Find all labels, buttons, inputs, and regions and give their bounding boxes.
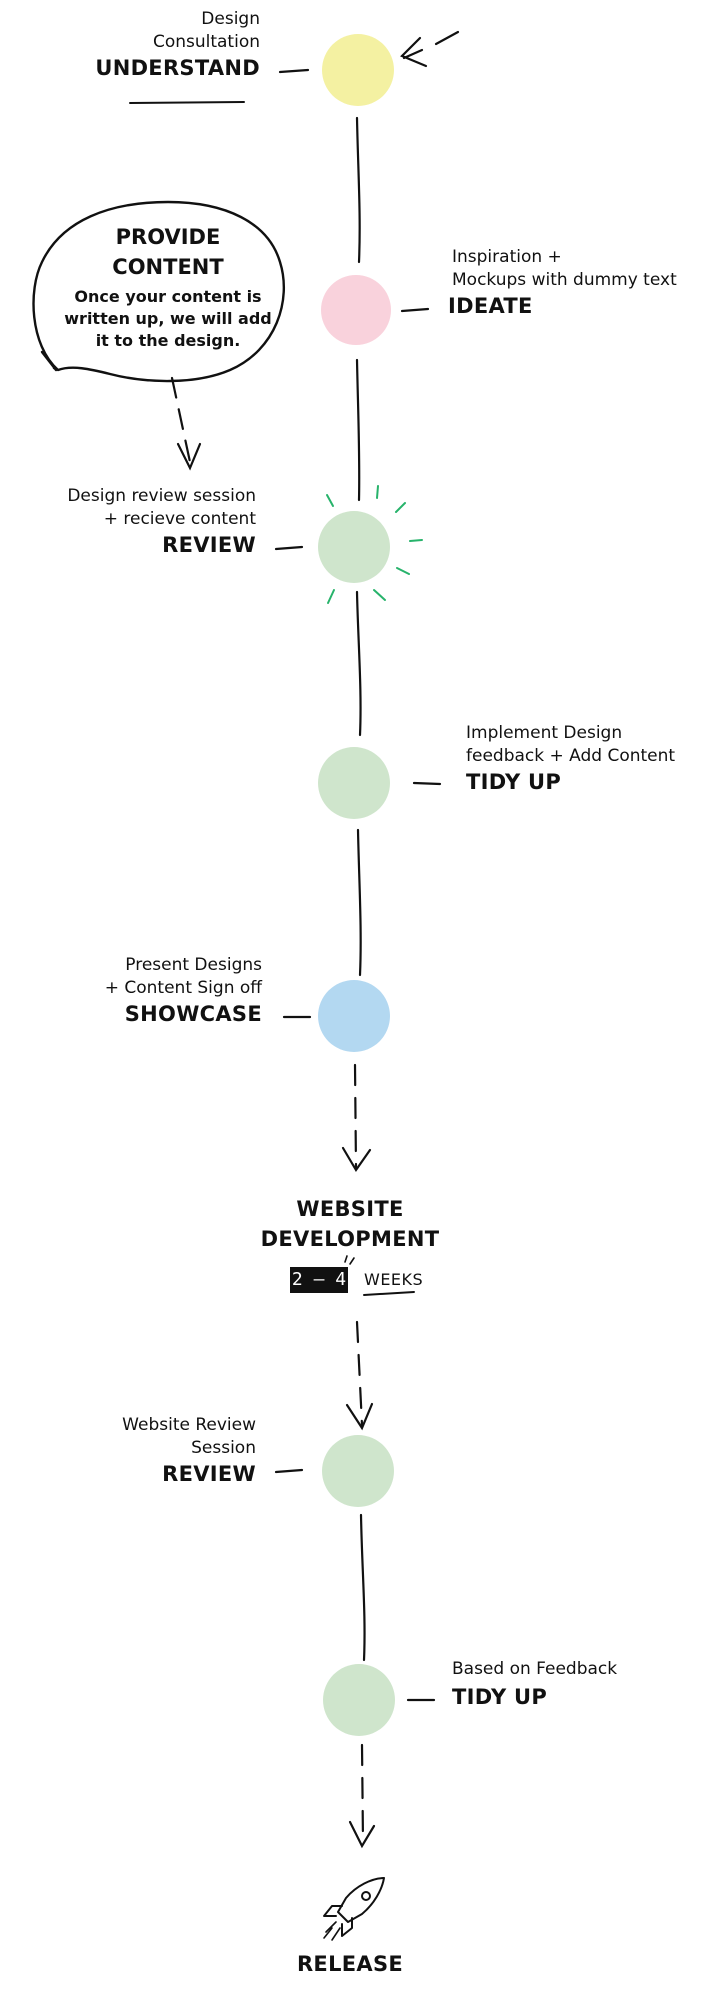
step-review-title: REVIEW [162,533,256,557]
circle-tidy-up-2 [323,1664,395,1736]
connector-2 [355,358,361,502]
circle-understand [322,34,394,106]
duration-unit: WEEKS [364,1270,424,1289]
connector-5 [353,1063,358,1170]
step-tidy-up-title: TIDY UP [466,770,562,794]
connector-6 [355,1320,364,1427]
arrowhead-5 [341,1146,372,1173]
step-showcase-subtitle: Present Designs + Content Sign off [104,955,262,998]
step-tidy-up-2-title: TIDY UP [452,1685,548,1709]
release-title: RELEASE [296,1952,404,1976]
entry-arrow [402,30,460,60]
tick-website-review [274,1468,304,1474]
circle-website-review [322,1435,394,1507]
step-ideate-title: IDEATE [448,294,533,318]
step-website-review-subtitle: Website Review Session [122,1415,256,1458]
step-showcase: Present Designs + Content Sign off SHOWC… [60,954,262,1028]
bubble-arrow [170,376,192,464]
weeks-underline [363,1291,415,1296]
circle-review [318,511,390,583]
arrowhead-8 [348,1820,376,1849]
website-development: WEBSITE DEVELOPMENT [230,1194,470,1254]
tick-tidy-up [412,781,442,786]
connector-4 [356,828,362,977]
tick-understand [278,68,310,74]
step-tidy-up-2-subtitle: Based on Feedback [452,1659,618,1679]
step-review-subtitle: Design review session + recieve content [67,486,256,529]
understand-underline [129,101,245,104]
badge-spark [344,1255,355,1265]
release: RELEASE [250,1950,450,1978]
content-bubble [32,200,285,383]
step-showcase-title: SHOWCASE [124,1002,262,1026]
bubble-tail [40,350,58,372]
arrowhead-6 [345,1402,374,1431]
entry-arrowhead [400,36,428,68]
circle-ideate [321,275,391,345]
connector-3 [355,590,362,737]
sparkle-lines [326,485,423,604]
step-understand-subtitle: Design Consultation [152,9,260,52]
circle-showcase [318,980,390,1052]
tick-review [274,545,304,551]
step-ideate: Inspiration + Mockups with dummy text ID… [448,246,702,320]
circle-tidy-up [318,747,390,819]
development-title: WEBSITE DEVELOPMENT [260,1197,440,1251]
step-website-review: Website Review Session REVIEW [60,1414,256,1488]
step-tidy-up-subtitle: Implement Design feedback + Add Content [466,723,676,766]
bubble-body: Once your content is written up, we will… [64,287,272,350]
duration-badge: 2 – 4 [290,1267,348,1293]
step-tidy-up-2: Based on Feedback TIDY UP [452,1658,692,1711]
step-ideate-subtitle: Inspiration + Mockups with dummy text [452,247,677,290]
tick-ideate [400,307,430,313]
rocket-icon [323,1877,385,1941]
bubble-arrowhead [176,442,202,471]
bubble-title: PROVIDE CONTENT [112,225,224,279]
connector-7 [359,1513,366,1662]
step-understand-title: UNDERSTAND [95,56,260,80]
provide-content-bubble: PROVIDE CONTENT Once your content is wri… [50,222,286,352]
step-tidy-up: Implement Design feedback + Add Content … [466,722,706,796]
step-review: Design review session + recieve content … [40,485,256,559]
step-understand: Design Consultation UNDERSTAND [60,8,260,82]
connector-1 [355,116,361,264]
connector-8 [360,1743,365,1844]
step-website-review-title: REVIEW [162,1462,256,1486]
